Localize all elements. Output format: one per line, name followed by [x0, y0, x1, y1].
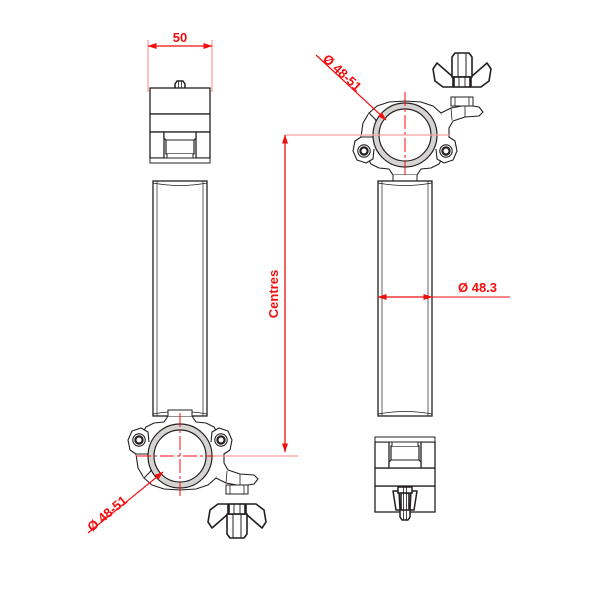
wingnut-front-bottom-left — [207, 503, 267, 539]
dimension-label-centres: Centres — [266, 270, 281, 318]
dimension-label-tube-diameter: Ø 48.3 — [458, 280, 497, 295]
wingnut-front-top-right — [432, 52, 492, 88]
dimension-width-50: 50 — [147, 30, 213, 92]
clamp-side-view-top-left — [149, 87, 211, 164]
dimension-centres: Centres — [213, 134, 450, 457]
dimension-label-bore-bottom-left: Ø 48-51 — [84, 493, 130, 535]
clamp-front-view-bottom-left — [126, 408, 260, 496]
dimension-label-bore-top-right: Ø 48-51 — [320, 51, 365, 94]
dimension-label-50: 50 — [173, 30, 187, 45]
clamp-front-view-top-right — [351, 95, 485, 183]
wingnut-side-bottom-right — [392, 486, 418, 521]
left-view-side-elevation — [126, 80, 267, 539]
dimension-tube-diameter: Ø 48.3 — [377, 280, 510, 300]
tube-right — [377, 180, 433, 417]
leader-bore-bottom-left: Ø 48-51 — [84, 471, 164, 535]
leader-bore-top-right: Ø 48-51 — [315, 51, 387, 121]
tube-left — [152, 180, 208, 417]
